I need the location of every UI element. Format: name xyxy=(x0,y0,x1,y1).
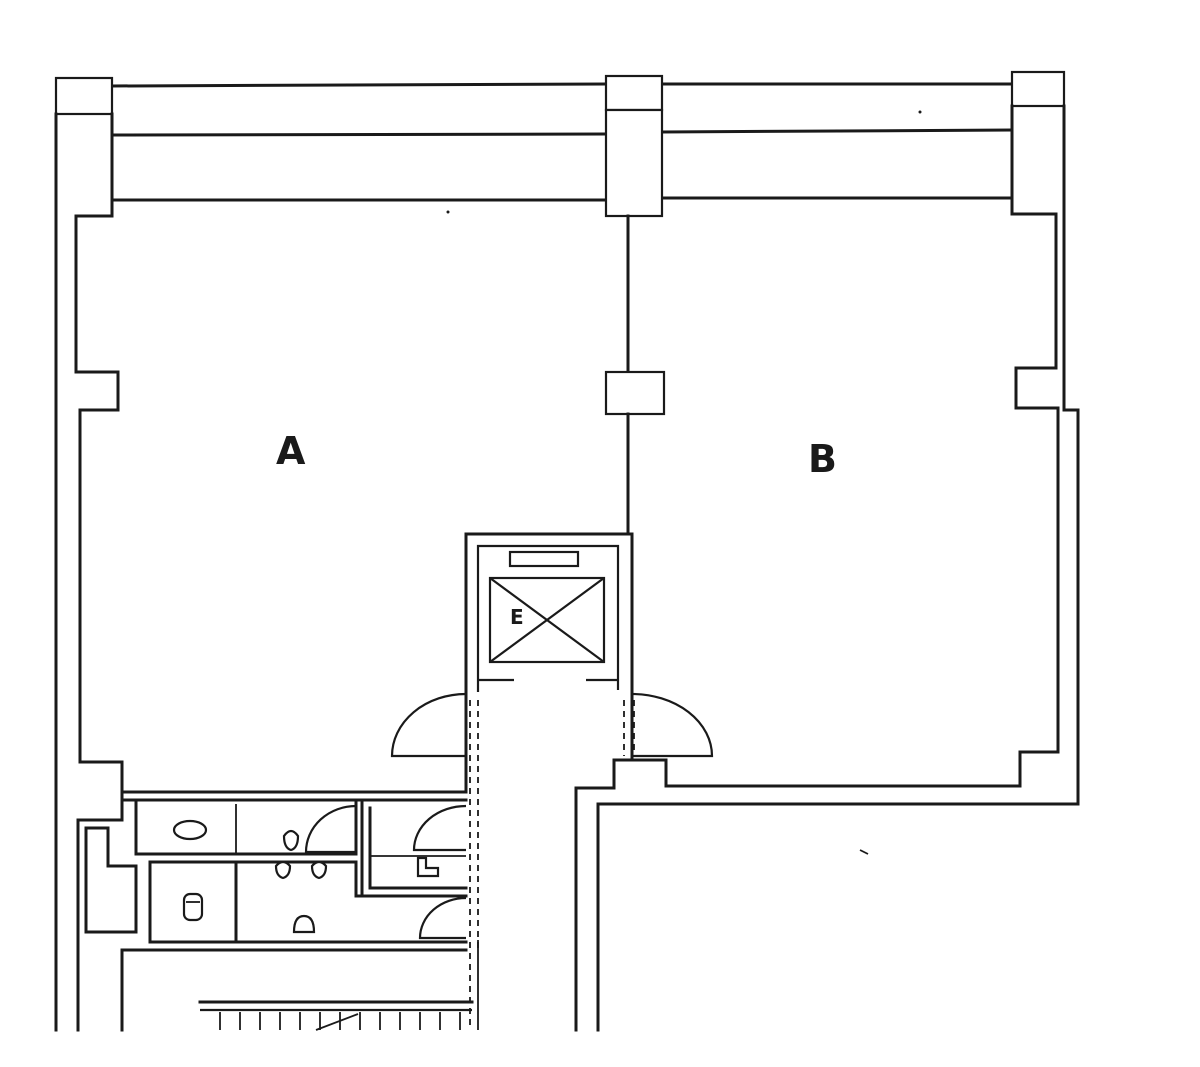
toilet-icon xyxy=(182,892,204,922)
door-restroom-men-icon xyxy=(304,804,357,854)
urinal-icon xyxy=(274,829,328,880)
speck xyxy=(859,849,869,855)
column-center xyxy=(604,370,666,416)
speck xyxy=(918,110,922,114)
room-a-label: A xyxy=(276,429,306,473)
facade-columns xyxy=(54,70,1066,218)
door-restroom-women-icon xyxy=(418,896,467,940)
door-room-a-icon xyxy=(390,692,467,758)
elevator-label: E xyxy=(510,605,524,629)
washbasin-icon xyxy=(172,819,208,841)
doors xyxy=(390,692,714,1030)
elevator-core: E xyxy=(464,532,634,764)
column-ne-cap xyxy=(1010,70,1066,108)
door-restroom-stall-icon xyxy=(412,804,467,852)
sink-icon xyxy=(416,856,440,878)
stair xyxy=(198,1000,474,1031)
elevator-counterweight xyxy=(508,550,580,568)
partition-a-b xyxy=(604,214,666,536)
north-facade xyxy=(110,82,1014,202)
outer-walls xyxy=(54,104,1080,1032)
column-nw-shaft xyxy=(74,112,114,218)
door-room-b-icon xyxy=(631,692,714,758)
column-n-mid xyxy=(604,108,664,218)
column-n-mid-cap xyxy=(604,74,664,112)
restroom-block xyxy=(84,798,468,1032)
column-nw xyxy=(54,76,114,116)
room-b-label: B xyxy=(808,437,837,481)
elevator-shaft-icon xyxy=(488,576,606,664)
toilet-icon-2 xyxy=(292,914,316,934)
speck xyxy=(446,210,450,214)
column-ne-shaft xyxy=(1010,104,1058,216)
